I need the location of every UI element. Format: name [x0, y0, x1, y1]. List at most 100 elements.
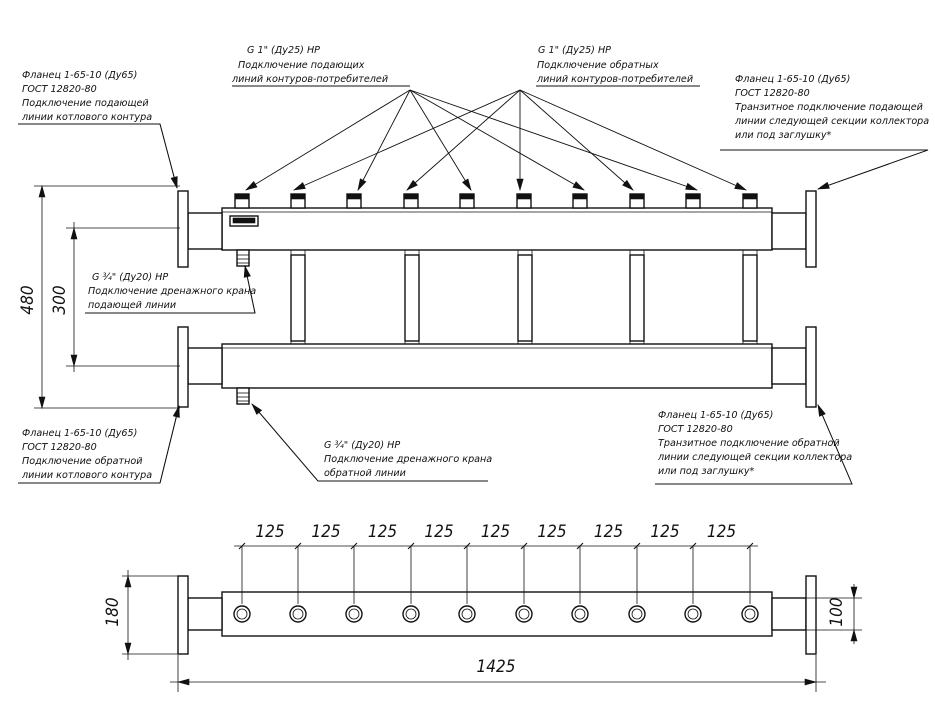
callout-line: линии котлового контура [21, 470, 152, 481]
dim-pitch: 125 [255, 522, 284, 542]
leader-arrowhead [245, 181, 258, 191]
dim-300: 300 [50, 285, 70, 314]
callout-line: линий контуров-потребителей [536, 73, 693, 85]
dim-180: 180 [103, 597, 123, 626]
dim-100: 100 [827, 597, 847, 626]
dimension-tick [350, 542, 358, 550]
callout-flange-return-left: Фланец 1-65-10 (Ду65) ГОСТ 12820-80 Подк… [21, 428, 152, 481]
outlet-nozzle [629, 193, 645, 209]
outlet-nozzle [290, 193, 306, 209]
outlet-nozzle [572, 193, 588, 209]
dim-pitch: 125 [368, 522, 397, 542]
callout-return-outlets: G 1" (Ду25) НР Подключение обратных лини… [536, 45, 693, 85]
callout-flange-transit-supply: Фланец 1-65-10 (Ду65) ГОСТ 12820-80 Тран… [734, 74, 929, 141]
plan-flange-left [177, 575, 189, 655]
leader-arrowhead [251, 403, 263, 415]
plan-outlet-hole [345, 546, 363, 623]
dim-pitch: 125 [594, 522, 623, 542]
callout-line: или под заглушку* [735, 130, 832, 141]
dim-pitch: 125 [311, 522, 340, 542]
dim-1425: 1425 [477, 657, 516, 677]
plan-outlet-hole [402, 546, 420, 623]
callout-line: подающей линии [88, 300, 176, 311]
plan-outlet-hole [684, 546, 702, 623]
callout-line: G 1" (Ду25) НР [538, 45, 611, 56]
outlet-nozzle [403, 193, 419, 209]
dimension-tick [576, 542, 584, 550]
outlet-nozzle [346, 193, 362, 209]
leader-arrowhead [516, 178, 524, 192]
front-view [177, 190, 817, 408]
callout-drain-return: G ¾" (Ду20) НР Подключение дренажного кр… [324, 440, 492, 479]
leader-arrowhead [622, 179, 634, 191]
callout-line: G 1" (Ду25) НР [247, 45, 320, 56]
callout-line: Подключение подающей [22, 98, 149, 109]
dimension-tick [407, 542, 415, 550]
outlet-nozzle [742, 193, 758, 209]
callout-line: ГОСТ 12820-80 [735, 88, 810, 99]
outlet-nozzles [234, 193, 758, 209]
leader-arrowhead [357, 178, 367, 191]
drain-nozzle-supply [236, 249, 250, 267]
callout-line: Фланец 1-65-10 (Ду65) [658, 410, 773, 421]
callout-line: Фланец 1-65-10 (Ду65) [22, 70, 137, 81]
dimension-tick [294, 542, 302, 550]
plan-outlet-hole [628, 546, 646, 623]
callout-line: Транзитное подключение подающей [735, 102, 923, 113]
callout-drain-supply: G ¾" (Ду20) НР Подключение дренажного кр… [88, 272, 256, 311]
dim-480: 480 [18, 285, 38, 314]
callout-line: или под заглушку* [658, 466, 755, 477]
callout-line: обратной линии [324, 467, 406, 479]
return-header-pipe [221, 343, 773, 389]
leader-arrowhead [685, 182, 699, 191]
leader-arrowhead [172, 404, 180, 418]
dim-pitch: 125 [650, 522, 679, 542]
callout-line: Подключение обратной [22, 455, 142, 467]
callout-flange-supply-left: Фланец 1-65-10 (Ду65) ГОСТ 12820-80 Подк… [21, 70, 152, 123]
drain-nozzle-return [236, 387, 250, 405]
callout-line: Подключение дренажного крана [88, 286, 256, 297]
callout-line: Подключение дренажного крана [324, 454, 492, 465]
plan-outlet-hole [515, 546, 533, 623]
plan-outlet-hole [571, 546, 589, 623]
connecting-tubes [290, 249, 758, 345]
plan-outlet-hole [741, 546, 759, 623]
dim-pitch: 125 [424, 522, 453, 542]
callout-line: Транзитное подключение обратной [658, 437, 840, 449]
callout-line: G ¾" (Ду20) НР [324, 440, 400, 451]
leader-arrowhead [243, 264, 251, 278]
leader-arrowhead [406, 179, 418, 191]
callout-line: Фланец 1-65-10 (Ду65) [735, 74, 850, 85]
leader-arrowhead [170, 176, 178, 190]
outlet-nozzle [685, 193, 701, 209]
callout-line: ГОСТ 12820-80 [22, 84, 97, 95]
callout-line: Фланец 1-65-10 (Ду65) [22, 428, 137, 439]
callout-supply-outlets: G 1" (Ду25) НР Подключение подающих лини… [231, 45, 388, 85]
leader-arrowhead [293, 182, 306, 191]
dimension-tick [238, 542, 246, 550]
dimension-tick [463, 542, 471, 550]
plan-outlet-holes [233, 546, 759, 623]
dimension-height: 480 300 [18, 184, 180, 410]
supply-header-pipe [221, 207, 773, 251]
leader-arrowhead [734, 182, 747, 191]
outlet-nozzle [516, 193, 532, 209]
dim-pitch: 125 [537, 522, 566, 542]
flange-supply-right [805, 190, 817, 268]
plan-flange-right [805, 575, 817, 655]
outlet-nozzle [234, 193, 250, 209]
leader-arrowhead [462, 178, 472, 191]
dimension-tick [633, 542, 641, 550]
plan-outlet-hole [289, 546, 307, 623]
plan-outlet-hole [458, 546, 476, 623]
callout-line: G ¾" (Ду20) НР [92, 272, 168, 283]
outlet-nozzle [459, 193, 475, 209]
callout-flange-transit-return: Фланец 1-65-10 (Ду65) ГОСТ 12820-80 Тран… [657, 410, 852, 477]
leader-arrowhead [572, 181, 585, 191]
dimension-tick [520, 542, 528, 550]
dimension-tick [746, 542, 754, 550]
